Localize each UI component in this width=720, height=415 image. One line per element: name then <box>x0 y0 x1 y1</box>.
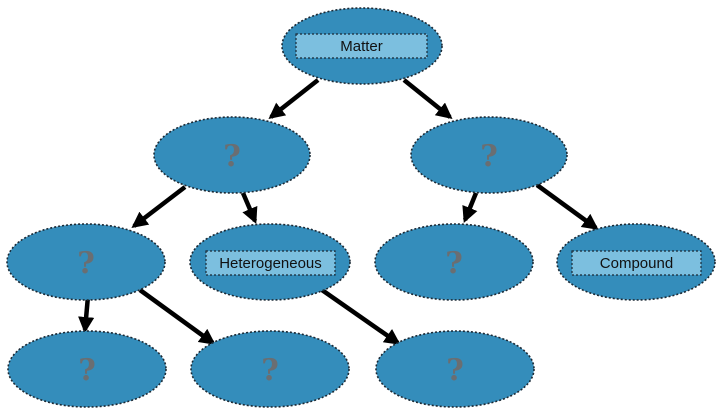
compound-label: Compound <box>600 255 673 272</box>
matter-label-box <box>295 33 428 59</box>
right-low-left-placeholder: ? <box>445 246 463 281</box>
bottom-3-placeholder: ? <box>446 353 464 388</box>
node-left-low: ? <box>6 223 166 301</box>
bottom-2-placeholder: ? <box>261 353 279 388</box>
node-bottom-1: ? <box>7 330 167 408</box>
edge-heterogeneous-to-bottom-3 <box>320 288 401 345</box>
edge-right-mid-to-right-low-left <box>462 192 479 224</box>
heterogeneous-label-box <box>205 250 336 276</box>
edge-matter-to-right-mid <box>402 78 453 120</box>
edge-matter-to-left-mid <box>268 78 320 120</box>
left-low-placeholder: ? <box>77 246 95 281</box>
left-mid-placeholder: ? <box>223 139 241 174</box>
edge-right-mid-to-compound <box>535 183 599 230</box>
node-heterogeneous: Heterogeneous <box>189 223 351 301</box>
edge-left-low-to-bottom-2 <box>138 288 216 345</box>
heterogeneous-label: Heterogeneous <box>219 255 322 272</box>
bottom-1-placeholder: ? <box>78 353 96 388</box>
right-mid-placeholder: ? <box>480 139 498 174</box>
node-left-mid: ? <box>153 116 311 194</box>
edge-left-mid-to-heterogeneous <box>240 192 258 224</box>
node-right-mid: ? <box>410 116 568 194</box>
node-right-low-left: ? <box>374 223 534 301</box>
edges <box>78 78 599 345</box>
node-bottom-2: ? <box>190 330 350 408</box>
node-compound: Compound <box>556 223 716 301</box>
matter-label: Matter <box>340 38 383 55</box>
edge-left-low-to-bottom-1 <box>78 295 95 334</box>
node-bottom-3: ? <box>375 330 535 408</box>
edge-left-mid-to-left-low <box>131 185 187 228</box>
node-matter: Matter <box>281 7 443 85</box>
compound-label-box <box>571 250 702 276</box>
